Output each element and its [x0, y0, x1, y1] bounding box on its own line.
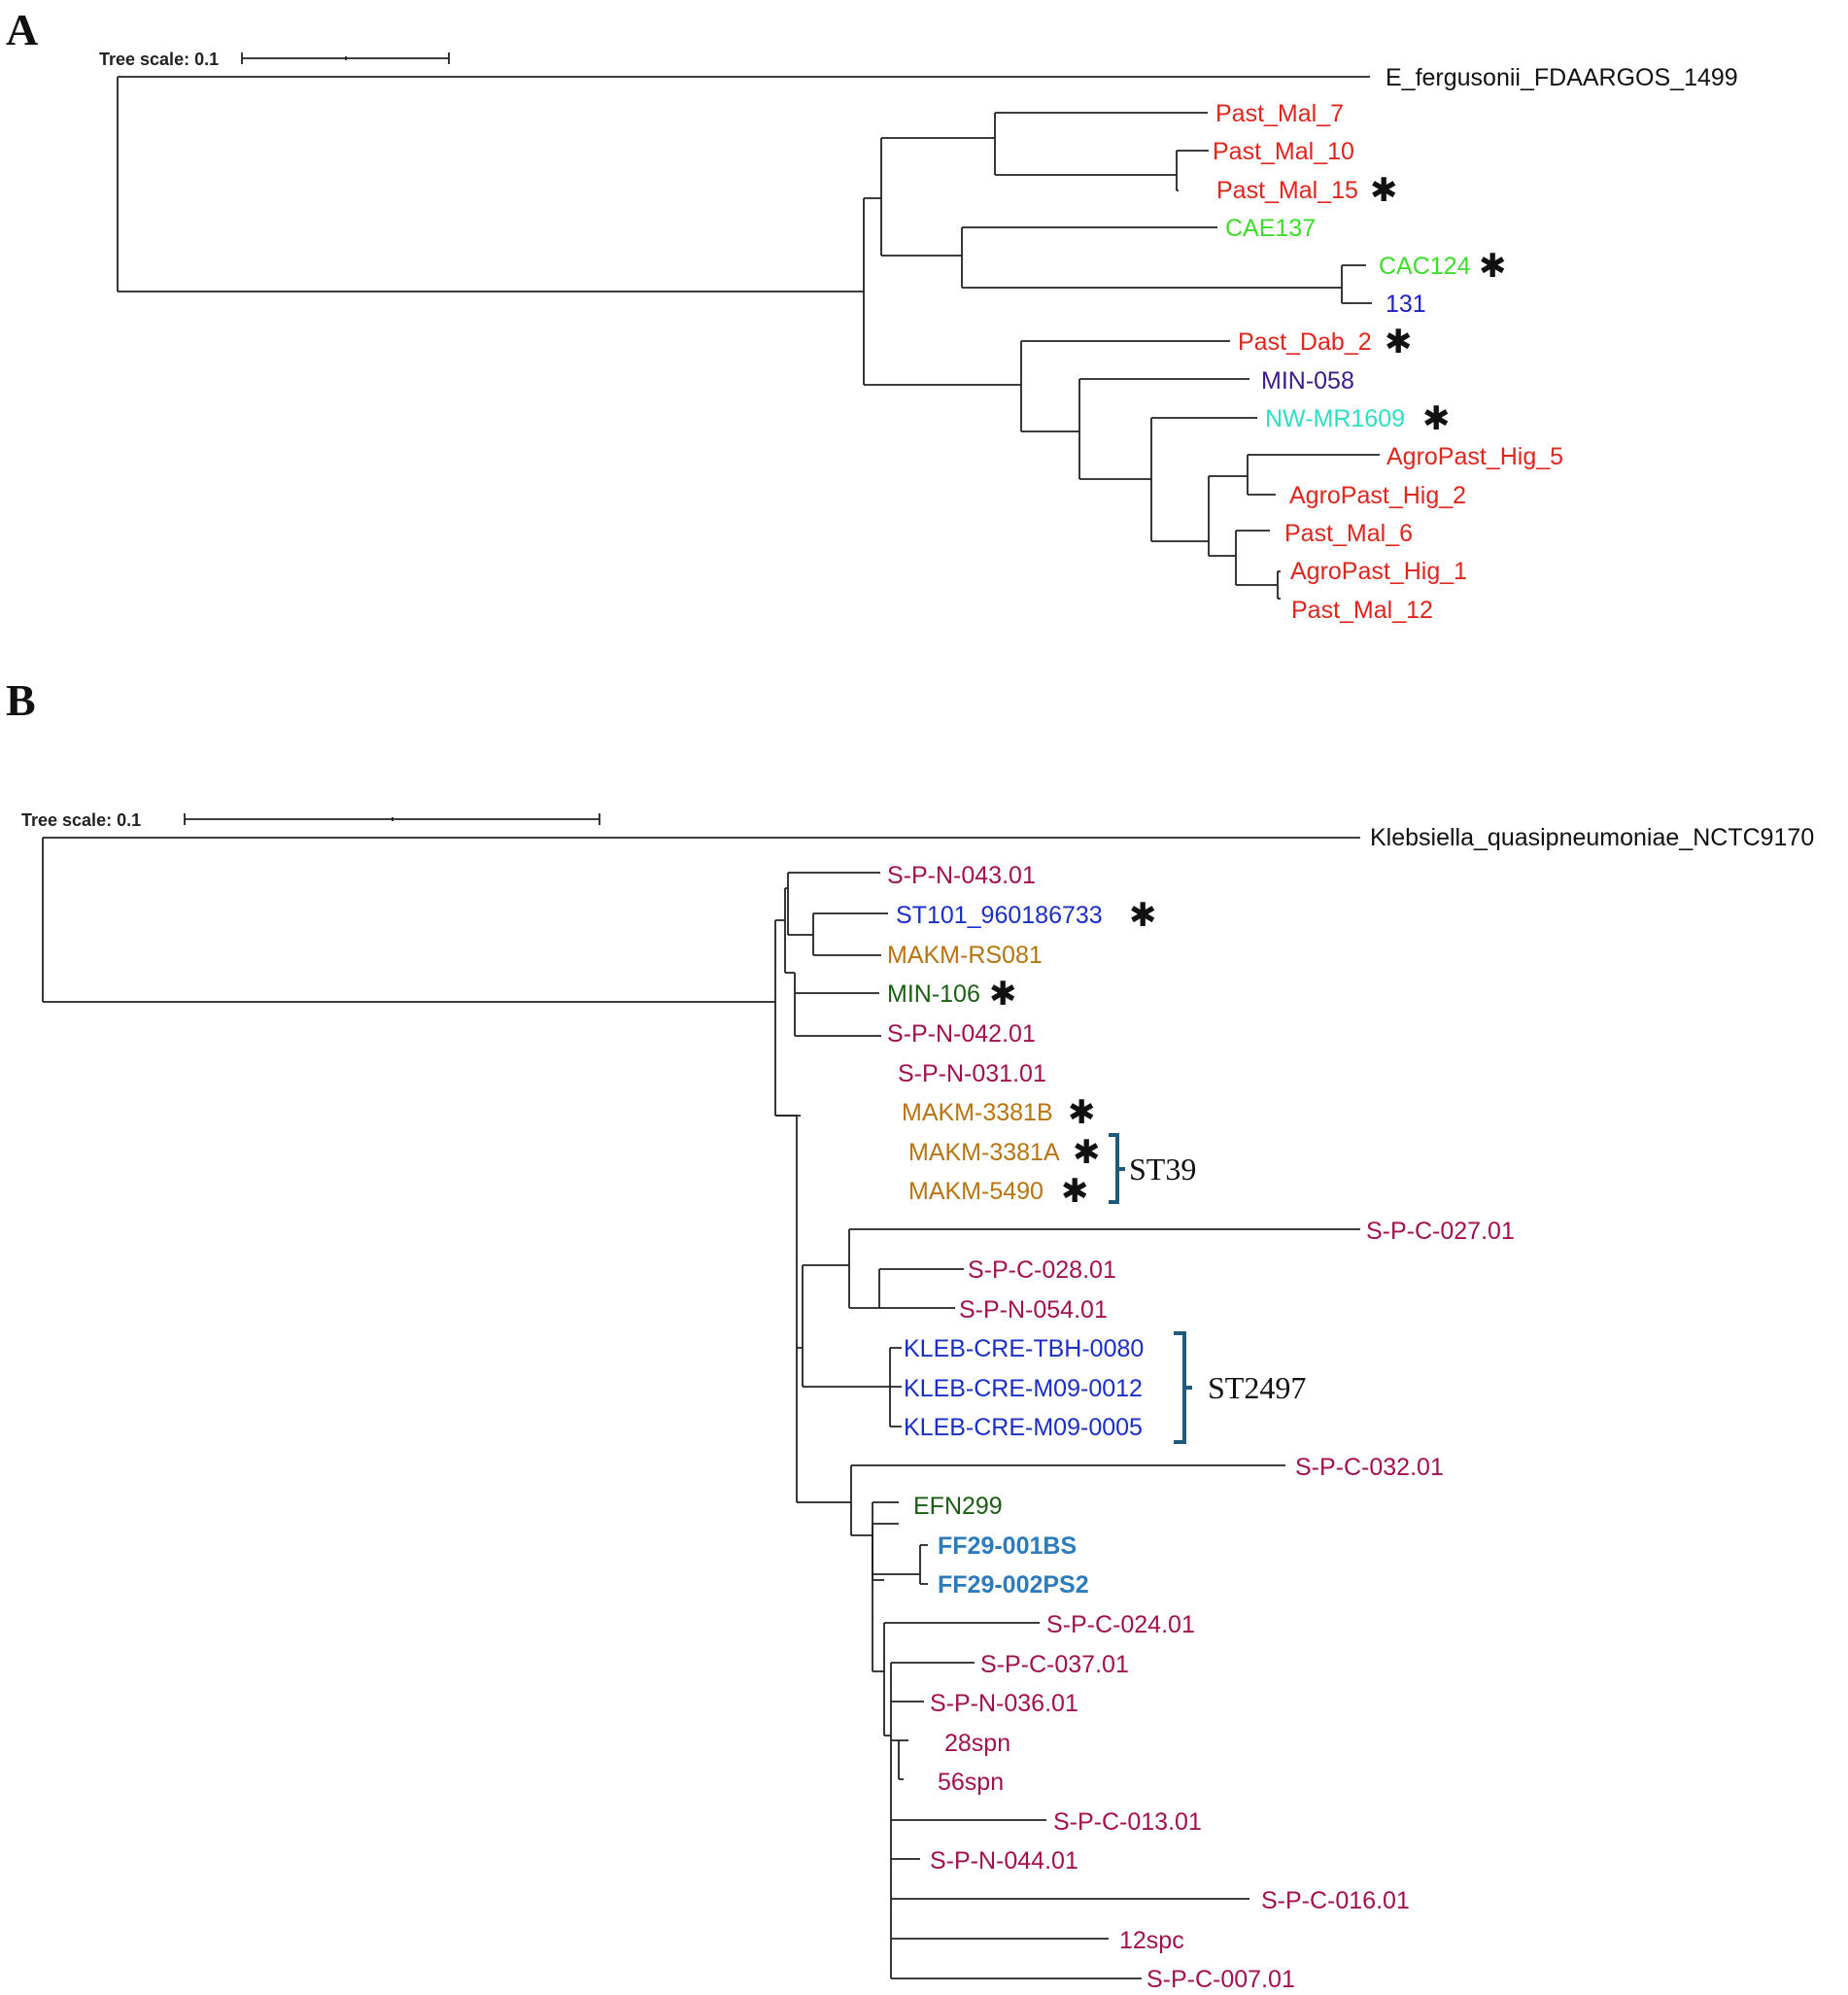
leaf-label-b-22: 28spn — [944, 1730, 1010, 1757]
panel-b-scale-label: Tree scale: 0.1 — [21, 810, 141, 830]
leaf-label-a-1: Past_Mal_10 — [1213, 138, 1354, 165]
leaf-label-b-2: MAKM-RS081 — [887, 942, 1043, 969]
panel-b-outgroup-label: Klebsiella_quasipneumoniae_NCTC9170 — [1370, 824, 1814, 851]
st39-bracket-icon — [1109, 1133, 1125, 1204]
panel-a-outgroup-label: E_fergusonii_FDAARGOS_1499 — [1386, 64, 1738, 91]
leaf-label-b-9: S-P-C-027.01 — [1366, 1218, 1515, 1245]
leaf-label-a-10: AgroPast_Hig_2 — [1289, 482, 1466, 509]
leaf-label-b-23: 56spn — [938, 1769, 1004, 1796]
leaf-label-b-24: S-P-C-013.01 — [1053, 1808, 1202, 1836]
leaf-label-b-27: 12spc — [1119, 1927, 1184, 1954]
panel-b-label: B — [6, 675, 36, 725]
leaf-label-b-13: KLEB-CRE-M09-0012 — [904, 1375, 1143, 1402]
leaf-label-a-4: CAC124 — [1379, 253, 1471, 280]
leaf-label-b-17: FF29-001BS — [938, 1532, 1077, 1560]
leaf-label-b-14: KLEB-CRE-M09-0005 — [904, 1414, 1143, 1441]
asterisk-mark-icon: ✱ — [1385, 323, 1413, 361]
leaf-label-b-16: EFN299 — [913, 1493, 1003, 1520]
asterisk-mark-icon: ✱ — [1073, 1133, 1101, 1172]
leaf-label-b-25: S-P-N-044.01 — [930, 1847, 1078, 1875]
panel-a-scale-bar: Tree scale: 0.1 — [99, 50, 450, 69]
leaf-label-a-0: Past_Mal_7 — [1215, 100, 1344, 127]
st2497-bracket-icon — [1174, 1331, 1192, 1444]
panel-b-spine-middle — [775, 1115, 804, 1387]
panel-a-marks: ✱ ✱ ✱ ✱ — [1370, 171, 1507, 438]
panel-b-clade-kleb — [803, 1347, 902, 1427]
asterisk-mark-icon: ✱ — [1129, 896, 1157, 935]
leaf-label-a-13: Past_Mal_12 — [1291, 597, 1433, 624]
st2497-group-label: ST2497 — [1208, 1370, 1306, 1405]
panel-b-clade-spc027 — [803, 1228, 1360, 1309]
leaf-label-a-12: AgroPast_Hig_1 — [1290, 558, 1467, 585]
asterisk-mark-icon: ✱ — [1068, 1093, 1096, 1132]
leaf-label-a-9: AgroPast_Hig_5 — [1386, 443, 1563, 470]
leaf-label-a-7: MIN-058 — [1261, 367, 1354, 395]
panel-a-label: A — [6, 5, 38, 54]
leaf-label-b-1: ST101_960186733 — [896, 902, 1103, 929]
leaf-label-b-18: FF29-002PS2 — [938, 1571, 1089, 1599]
panel-a-leaf-labels: Past_Mal_7 Past_Mal_10 Past_Mal_15 CAE13… — [1213, 100, 1563, 624]
leaf-label-b-10: S-P-C-028.01 — [968, 1256, 1116, 1284]
leaf-label-b-12: KLEB-CRE-TBH-0080 — [904, 1335, 1144, 1362]
leaf-label-a-3: CAE137 — [1225, 215, 1316, 242]
leaf-label-b-28: S-P-C-007.01 — [1146, 1966, 1295, 1993]
leaf-label-a-8: NW-MR1609 — [1265, 405, 1405, 432]
leaf-label-b-19: S-P-C-024.01 — [1046, 1611, 1195, 1638]
st39-group-bracket: ST39 — [1109, 1133, 1196, 1204]
asterisk-mark-icon: ✱ — [989, 975, 1017, 1014]
leaf-label-b-3: MIN-106 — [887, 980, 980, 1008]
panel-b-clade-bottom-spine — [872, 1535, 1249, 1979]
leaf-label-a-6: Past_Dab_2 — [1238, 328, 1372, 356]
panel-a-scale-label: Tree scale: 0.1 — [99, 50, 219, 69]
asterisk-mark-icon: ✱ — [1061, 1172, 1089, 1211]
panel-b-visible-tree — [42, 837, 1360, 1117]
panel-b-scale-line — [184, 813, 600, 825]
panel-a-tree-lines — [117, 76, 1380, 600]
panel-a-branches — [117, 76, 1380, 600]
leaf-label-a-2: Past_Mal_15 — [1216, 177, 1358, 204]
panel-b: B Tree scale: 0.1 — [6, 675, 1360, 1117]
leaf-label-b-0: S-P-N-043.01 — [887, 862, 1036, 889]
leaf-label-b-20: S-P-C-037.01 — [980, 1651, 1129, 1678]
leaf-label-b-8: MAKM-5490 — [908, 1178, 1044, 1205]
st39-group-label: ST39 — [1129, 1152, 1196, 1187]
panel-b-scale-bar: Tree scale: 0.1 — [21, 810, 600, 830]
leaf-label-b-6: MAKM-3381B — [902, 1099, 1053, 1126]
leaf-label-a-5: 131 — [1386, 291, 1426, 318]
leaf-label-b-7: MAKM-3381A — [908, 1139, 1060, 1166]
leaf-label-b-15: S-P-C-032.01 — [1295, 1454, 1444, 1481]
panel-a: A Tree scale: 0.1 E_fergusonii_FDAARGOS_… — [6, 5, 1738, 624]
asterisk-mark-icon: ✱ — [1370, 171, 1398, 210]
leaf-label-b-5: S-P-N-031.01 — [898, 1060, 1046, 1087]
leaf-label-a-11: Past_Mal_6 — [1284, 520, 1413, 547]
panel-a-scale-line — [241, 52, 450, 64]
st2497-group-bracket: ST2497 — [1174, 1331, 1306, 1444]
asterisk-mark-icon: ✱ — [1479, 247, 1507, 286]
asterisk-mark-icon: ✱ — [1422, 399, 1451, 438]
leaf-label-b-11: S-P-N-054.01 — [959, 1296, 1108, 1324]
leaf-label-b-21: S-P-N-036.01 — [930, 1690, 1078, 1717]
leaf-label-b-26: S-P-C-016.01 — [1261, 1887, 1410, 1914]
leaf-label-b-4: S-P-N-042.01 — [887, 1020, 1036, 1048]
